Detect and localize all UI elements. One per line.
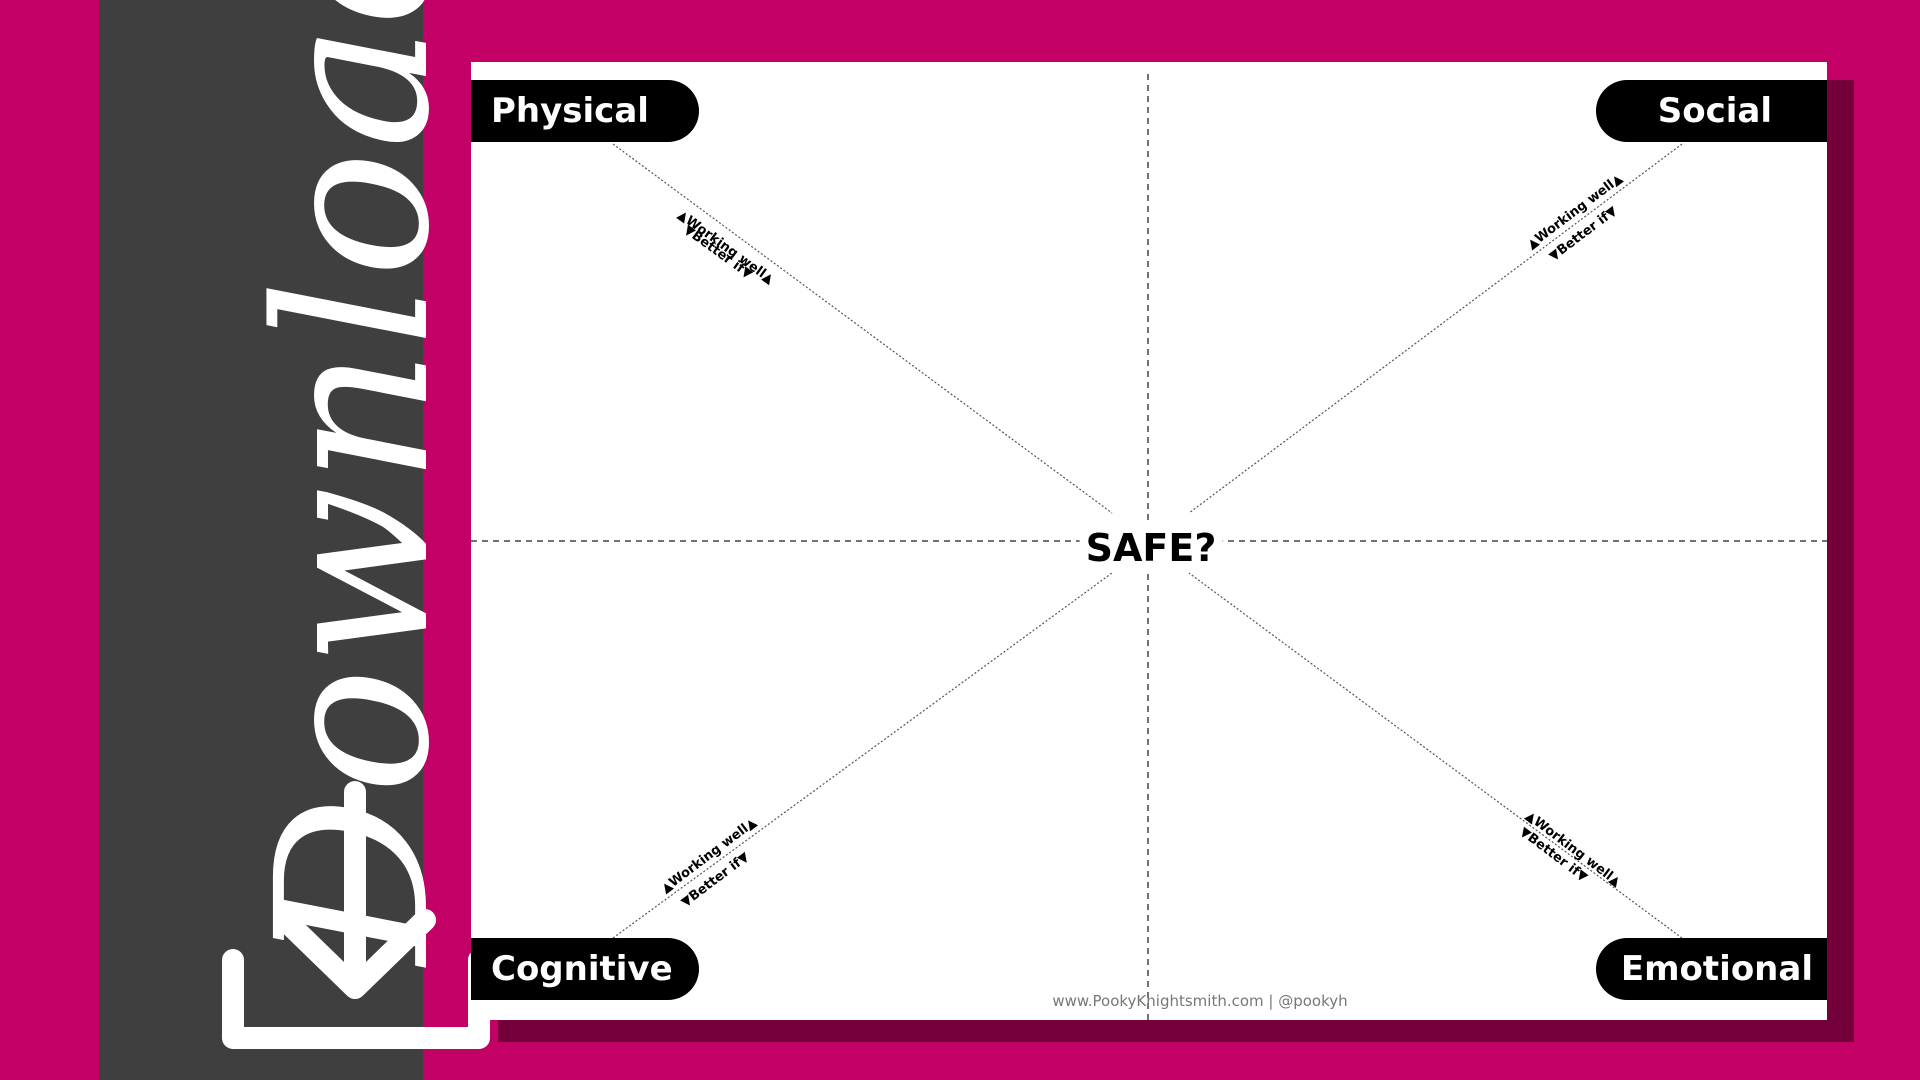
- corner-label-cognitive: Cognitive: [471, 938, 699, 1000]
- download-icon: [222, 781, 490, 1049]
- download-sidebar[interactable]: Download: [99, 0, 490, 1080]
- worksheet: Physical Social Cognitive Emotional ▲Wor…: [471, 62, 1827, 1020]
- corner-label-physical: Physical: [471, 80, 699, 142]
- corner-label-social: Social: [1596, 80, 1827, 142]
- footer-credit: www.PookyKnightsmith.com | @pookyh: [1052, 992, 1348, 1010]
- center-label: SAFE?: [1079, 524, 1223, 572]
- corner-label-emotional: Emotional: [1596, 938, 1827, 1000]
- axis-lines: [471, 74, 1827, 1020]
